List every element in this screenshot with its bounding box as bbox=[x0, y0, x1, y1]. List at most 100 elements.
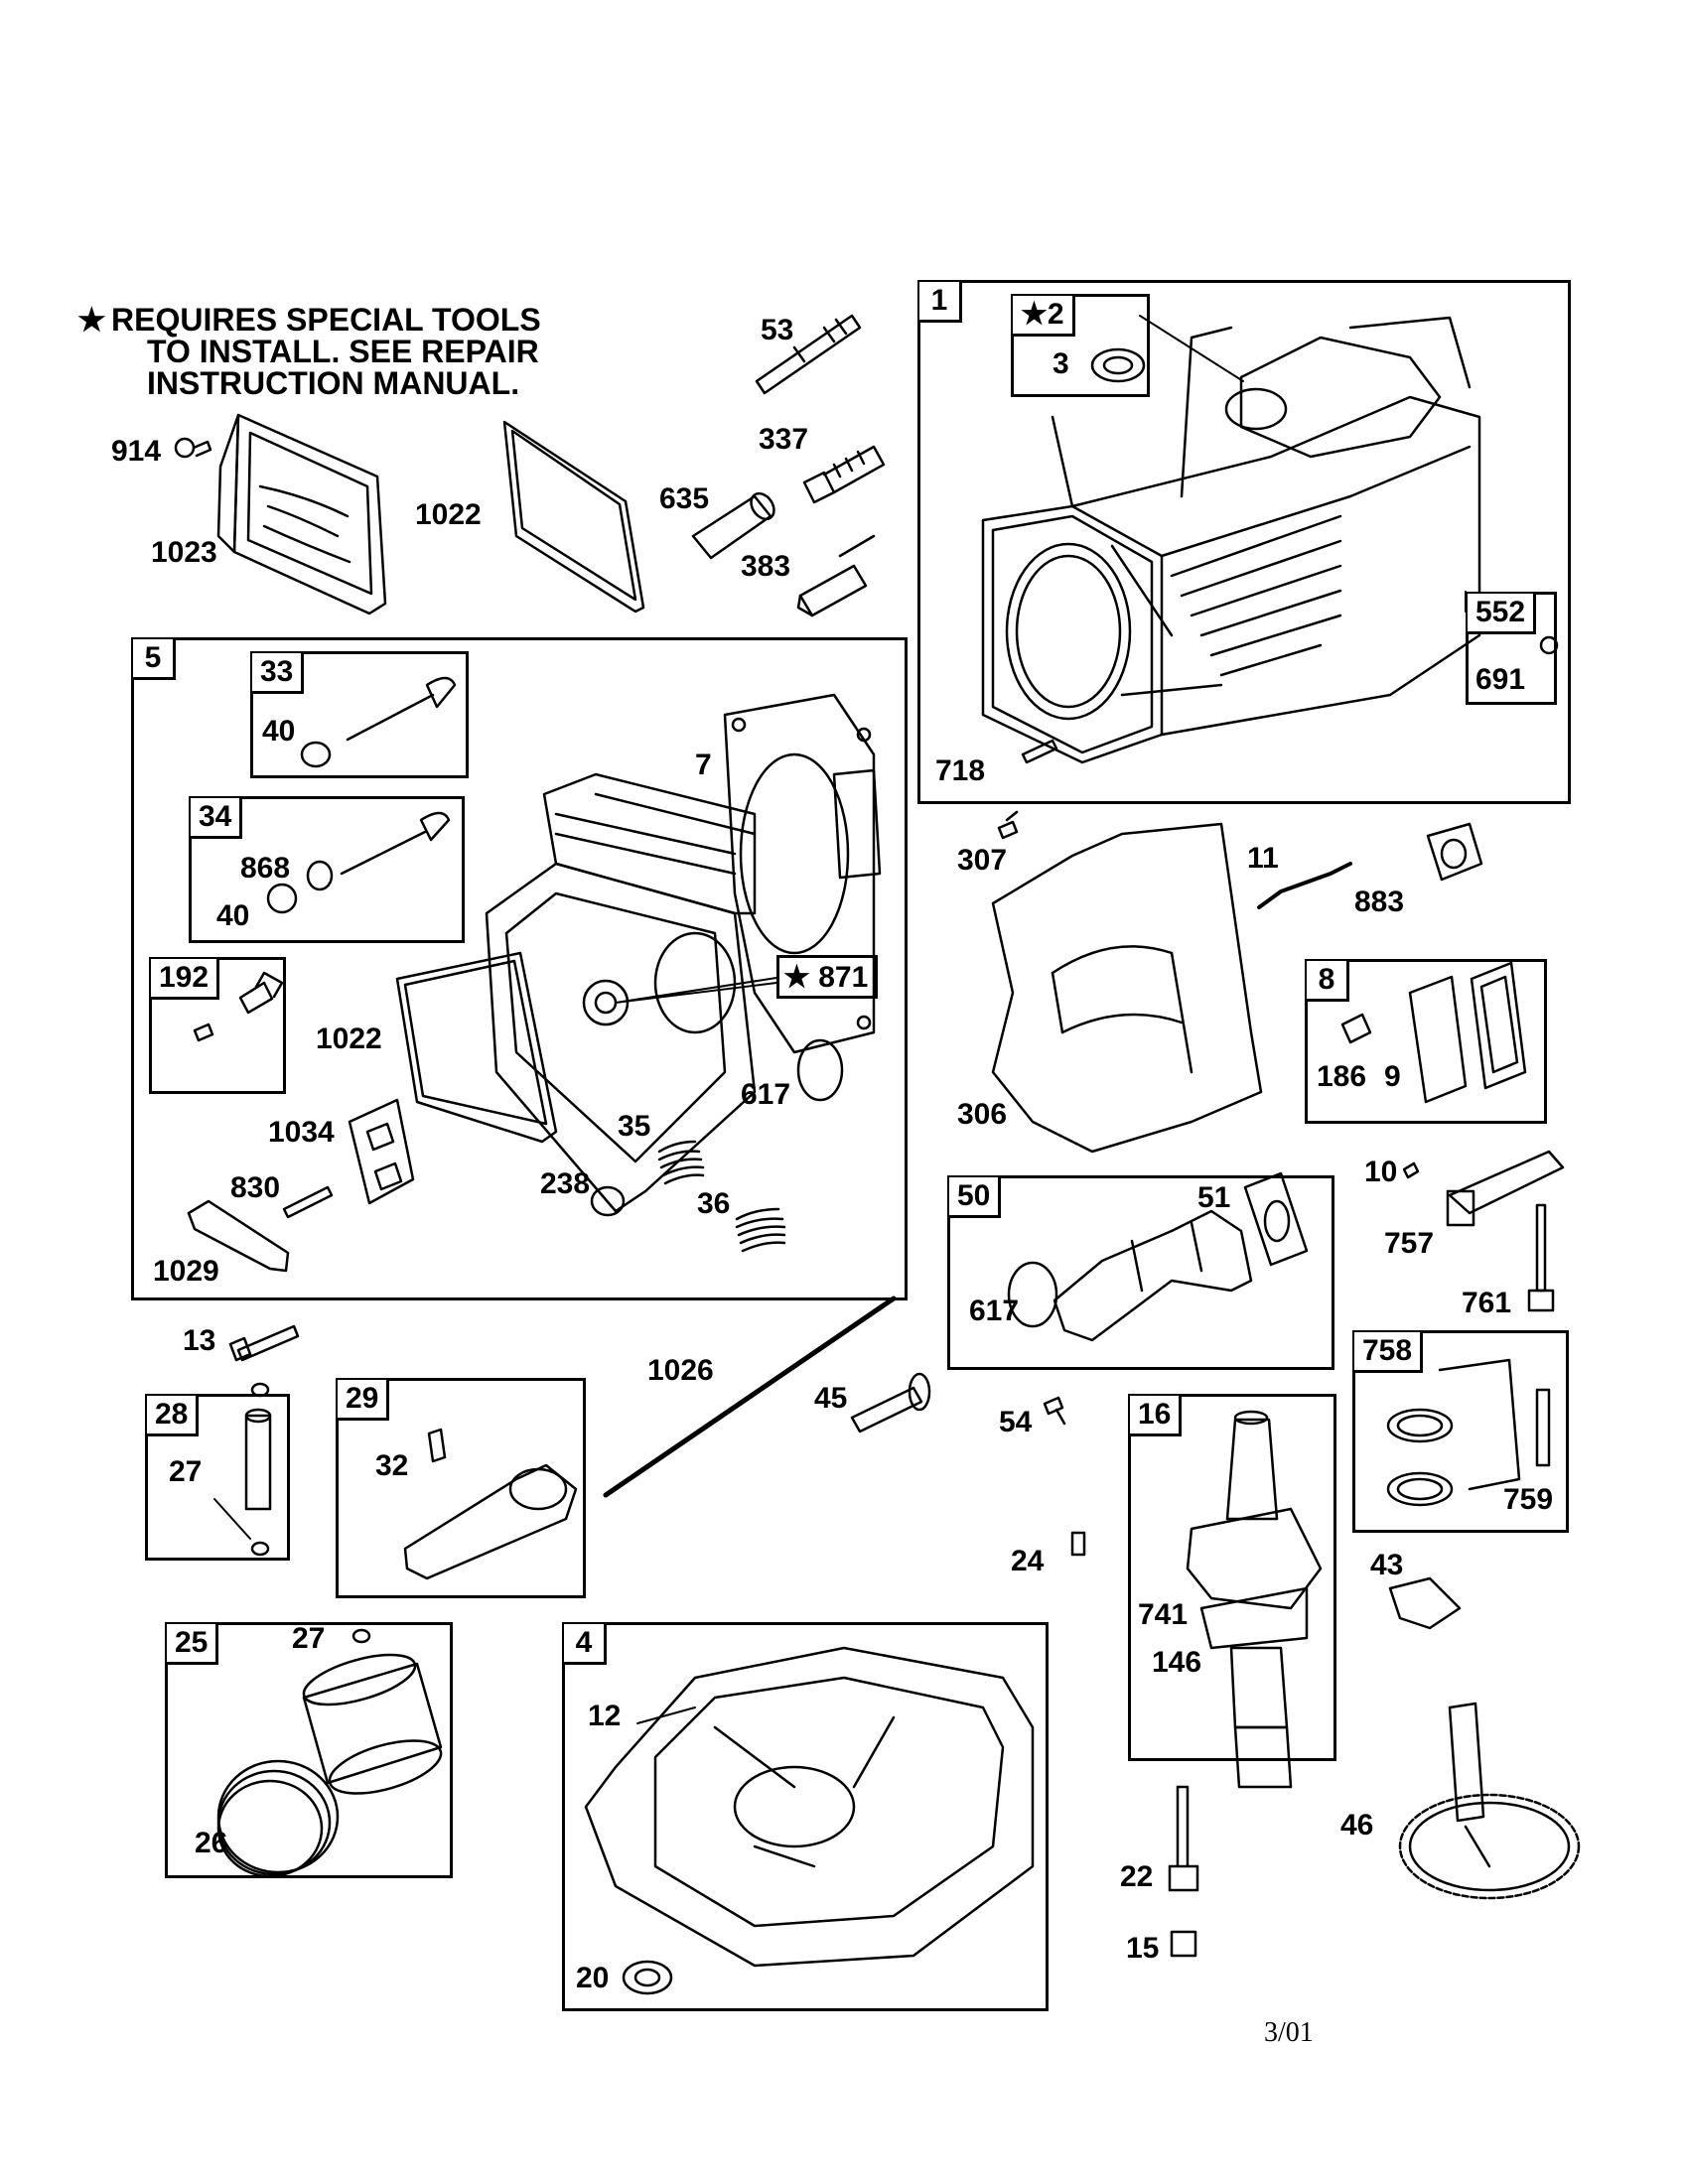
rocker-cover-gasket-top bbox=[502, 420, 645, 614]
box-sump: 4 bbox=[562, 1622, 1049, 2011]
box-intake-valve: 34 bbox=[189, 796, 465, 943]
air-guide-part bbox=[991, 822, 1263, 1154]
exhaust-valve-part bbox=[300, 676, 457, 768]
box-label-871: ★ 871 bbox=[783, 961, 869, 994]
box-label-1: 1 bbox=[919, 282, 962, 323]
engine-sump-part bbox=[584, 1646, 1035, 1968]
notice-line-3: INSTRUCTION MANUAL. bbox=[147, 365, 520, 401]
gasket-883-part bbox=[1426, 822, 1483, 882]
part-label-307: 307 bbox=[957, 844, 1008, 877]
box-552: 552 bbox=[1466, 592, 1557, 705]
part-label-1023: 1023 bbox=[151, 536, 217, 569]
part-label-27-wrist: 27 bbox=[169, 1455, 203, 1488]
part-label-759: 759 bbox=[1503, 1483, 1554, 1516]
box-piston: 25 bbox=[165, 1622, 453, 1878]
part-label-883: 883 bbox=[1354, 886, 1405, 918]
box-label-2: ★2 bbox=[1013, 296, 1075, 337]
box-label-28: 28 bbox=[147, 1396, 200, 1436]
part-label-186: 186 bbox=[1317, 1060, 1367, 1093]
box-label-33: 33 bbox=[252, 653, 305, 694]
screw-307-part bbox=[997, 810, 1019, 840]
bolt-13-part bbox=[228, 1324, 300, 1362]
rocker-cover-gasket-head bbox=[395, 951, 558, 1144]
part-label-691: 691 bbox=[1475, 663, 1526, 696]
part-label-11: 11 bbox=[1247, 842, 1279, 875]
crank-key-part bbox=[1070, 1531, 1086, 1557]
rocker-plate-part bbox=[348, 1098, 415, 1205]
part-label-617-manifold: 617 bbox=[969, 1295, 1020, 1327]
box-crankshaft: 16 bbox=[1128, 1394, 1336, 1761]
part-label-617-head: 617 bbox=[741, 1078, 791, 1111]
rocker-arm-part bbox=[187, 1199, 290, 1273]
intake-valve-part bbox=[266, 811, 451, 914]
valve-spring-36-part bbox=[735, 1207, 786, 1253]
piston-part bbox=[302, 1628, 443, 1795]
valve-cap-part bbox=[590, 1185, 626, 1217]
star-icon: ★ bbox=[77, 302, 106, 338]
screw-10-part bbox=[1402, 1161, 1420, 1179]
camshaft-part bbox=[1398, 1702, 1581, 1900]
crankshaft-part bbox=[1186, 1410, 1323, 1789]
governor-arm-part bbox=[1446, 1150, 1565, 1227]
oil-seal-3-part bbox=[1090, 347, 1146, 383]
box-intake-manifold: 50 bbox=[947, 1175, 1334, 1370]
part-label-146: 146 bbox=[1152, 1646, 1202, 1679]
box-breather-192: 192 bbox=[149, 957, 286, 1094]
push-rod-part bbox=[603, 1296, 897, 1498]
connecting-rod-part bbox=[403, 1428, 578, 1580]
part-label-24: 24 bbox=[1011, 1545, 1045, 1577]
valve-cover-part bbox=[216, 413, 387, 615]
spark-plug-part bbox=[802, 445, 886, 504]
part-label-1026: 1026 bbox=[647, 1354, 714, 1387]
part-label-761: 761 bbox=[1462, 1287, 1512, 1319]
governor-crank-part bbox=[1388, 1576, 1462, 1630]
part-label-914: 914 bbox=[111, 435, 162, 468]
screw-914-part bbox=[174, 437, 212, 459]
box-label-5: 5 bbox=[133, 639, 176, 680]
notice-line-1: ★REQUIRES SPECIAL TOOLS bbox=[77, 302, 541, 338]
cylinder-block-part bbox=[981, 316, 1481, 764]
special-tools-notice: ★REQUIRES SPECIAL TOOLS TO INSTALL. SEE … bbox=[77, 302, 541, 401]
part-label-1034: 1034 bbox=[268, 1116, 335, 1149]
part-label-238: 238 bbox=[540, 1167, 591, 1200]
cylinder-head-part bbox=[485, 772, 777, 1213]
part-label-757: 757 bbox=[1384, 1227, 1435, 1260]
box-cylinder-assembly: 1 bbox=[917, 280, 1571, 804]
part-label-868: 868 bbox=[240, 852, 291, 885]
part-label-43: 43 bbox=[1370, 1549, 1404, 1581]
valve-spring-35-part bbox=[657, 1140, 705, 1185]
part-label-306: 306 bbox=[957, 1098, 1008, 1131]
bolt-22-part bbox=[1168, 1785, 1199, 1892]
part-label-35: 35 bbox=[618, 1110, 651, 1143]
part-label-12: 12 bbox=[588, 1700, 622, 1732]
box-governor: 758 bbox=[1352, 1330, 1569, 1533]
box-seal-kit: ★2 bbox=[1011, 294, 1150, 397]
box-label-4: 4 bbox=[564, 1624, 607, 1665]
box-label-25: 25 bbox=[167, 1624, 219, 1665]
part-label-32: 32 bbox=[375, 1449, 409, 1482]
part-label-741: 741 bbox=[1138, 1598, 1189, 1631]
part-label-54: 54 bbox=[999, 1406, 1033, 1438]
part-label-337: 337 bbox=[759, 423, 809, 456]
box-cylinder-head: 5 bbox=[131, 637, 908, 1300]
box-label-8: 8 bbox=[1307, 961, 1349, 1002]
revision-date: 3/01 bbox=[1264, 2017, 1314, 2048]
part-label-53: 53 bbox=[761, 314, 794, 346]
box-connecting-rod: 29 bbox=[336, 1378, 586, 1598]
part-label-26: 26 bbox=[195, 1827, 228, 1859]
box-breather-assembly: 8 bbox=[1305, 959, 1547, 1124]
box-label-758: 758 bbox=[1354, 1332, 1424, 1373]
screw-54-part bbox=[1043, 1396, 1066, 1426]
part-label-45: 45 bbox=[814, 1382, 848, 1415]
part-label-15: 15 bbox=[1126, 1932, 1160, 1965]
part-label-830: 830 bbox=[230, 1171, 281, 1204]
box-label-16: 16 bbox=[1130, 1396, 1183, 1436]
notice-line-2: TO INSTALL. SEE REPAIR bbox=[147, 334, 539, 369]
box-exhaust-valve: 33 bbox=[250, 651, 469, 778]
dipstick-tube-part bbox=[755, 314, 862, 395]
part-label-383: 383 bbox=[741, 550, 791, 583]
ground-switch-part bbox=[796, 534, 876, 617]
box-label-34: 34 bbox=[191, 798, 243, 839]
plug-15-part bbox=[1170, 1930, 1197, 1958]
